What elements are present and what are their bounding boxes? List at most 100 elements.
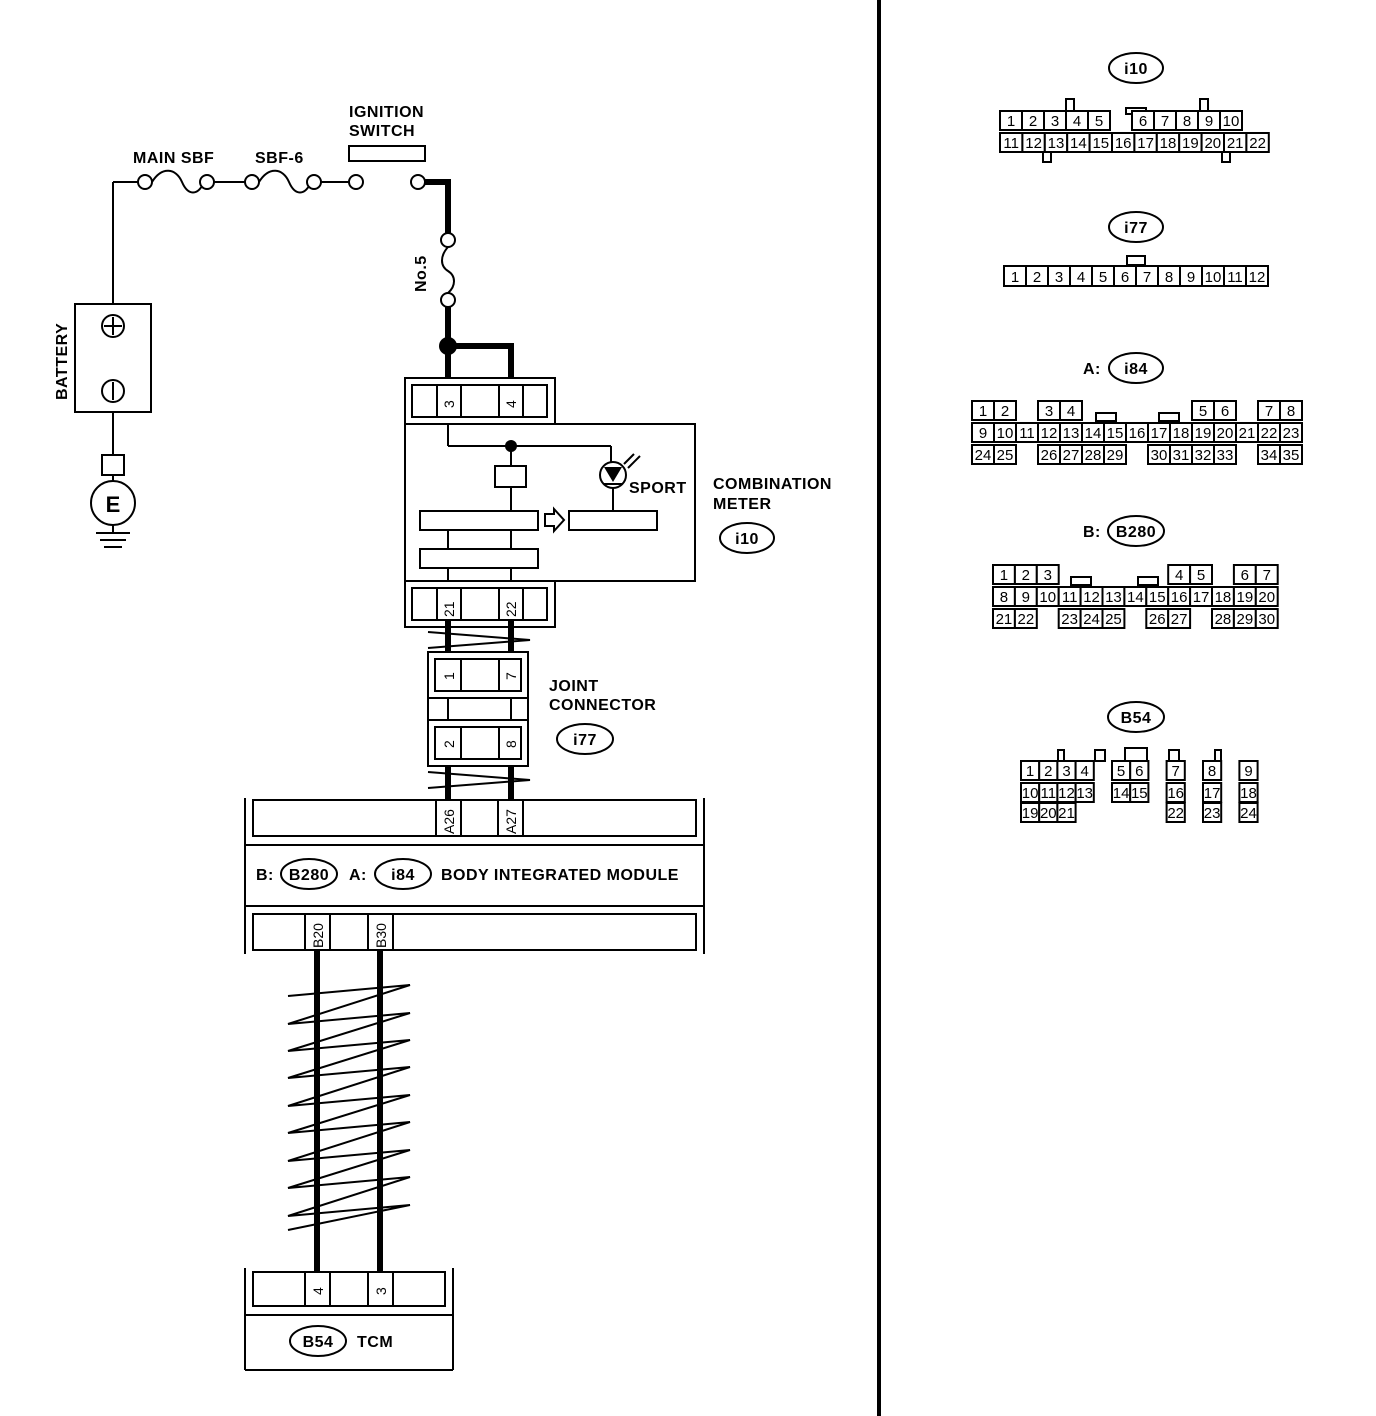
connector-pin-number: 32 bbox=[1195, 447, 1212, 464]
connector-pin-cell bbox=[993, 444, 1017, 465]
meter-pin-3: 3 bbox=[441, 400, 457, 408]
fuse-no5-label: No.5 bbox=[413, 255, 430, 292]
connector-pin-number: 28 bbox=[1215, 611, 1232, 628]
connector-pin-number: 4 bbox=[1067, 403, 1075, 420]
connector-pin-number: 30 bbox=[1151, 447, 1168, 464]
bim-pin-b20: B20 bbox=[310, 923, 326, 948]
ignition-switch-terminal-right bbox=[410, 174, 426, 190]
connector-pin-number: 25 bbox=[997, 447, 1014, 464]
connector-pin-number: 28 bbox=[1085, 447, 1102, 464]
sbf6-label: SBF-6 bbox=[255, 150, 304, 167]
connector-pin-number: 12 bbox=[1025, 135, 1042, 152]
ignition-switch-label-line2: SWITCH bbox=[349, 123, 415, 140]
connector-pin-number: 30 bbox=[1258, 611, 1275, 628]
connector-pin-number: 15 bbox=[1107, 425, 1124, 442]
connector-pin-number: 17 bbox=[1193, 589, 1210, 606]
connector-pin-cell bbox=[1254, 608, 1279, 629]
combination-meter bbox=[404, 377, 696, 628]
connector-pin-number: 4 bbox=[1077, 269, 1085, 286]
connector-pin-number: 20 bbox=[1040, 805, 1057, 822]
connector-pin-number: 20 bbox=[1217, 425, 1234, 442]
connector-pin-number: 8 bbox=[1287, 403, 1295, 420]
connector-pin-cell bbox=[1238, 802, 1259, 823]
connector-pin-number: 21 bbox=[1239, 425, 1256, 442]
connector-pin-number: 11 bbox=[1227, 269, 1243, 286]
meter-logic-block-right bbox=[568, 510, 658, 531]
connector-pin-number: 1 bbox=[1011, 269, 1019, 286]
connector-pin-number: 1 bbox=[1007, 113, 1015, 130]
connector-face-i77-badge bbox=[1108, 211, 1164, 243]
connector-pin-number: 2 bbox=[1044, 763, 1052, 780]
bim-connector-b bbox=[252, 913, 697, 951]
connector-face-i84-prefix: A: bbox=[1083, 361, 1101, 378]
connector-pin-number: 29 bbox=[1237, 611, 1254, 628]
connector-pin-number: 7 bbox=[1263, 567, 1271, 584]
connector-pin-number: 16 bbox=[1171, 589, 1188, 606]
connector-badge-i84 bbox=[374, 858, 432, 890]
connector-pin-number: 19 bbox=[1182, 135, 1199, 152]
joint-connector bbox=[427, 651, 529, 767]
connector-pin-number: 23 bbox=[1204, 805, 1221, 822]
connector-pin-cell bbox=[1056, 802, 1077, 823]
connector-face-i10-title: i10 bbox=[1124, 61, 1148, 78]
main-sbf-label: MAIN SBF bbox=[133, 150, 214, 167]
meter-logic-block-lower bbox=[419, 548, 539, 569]
twisted-pair-marker-2 bbox=[427, 771, 531, 789]
connector-pin-number: 24 bbox=[1083, 611, 1100, 628]
joint-pin-8: 8 bbox=[503, 740, 519, 748]
battery bbox=[74, 303, 152, 548]
connector-pin-number: 26 bbox=[1041, 447, 1058, 464]
connector-pin-cell bbox=[1087, 110, 1111, 131]
main-sbf-fuse-icon bbox=[151, 169, 205, 194]
connector-pin-number: 23 bbox=[1283, 425, 1300, 442]
connector-pin-number: 25 bbox=[1105, 611, 1122, 628]
connector-pin-number: 26 bbox=[1149, 611, 1166, 628]
connector-pin-cell bbox=[1059, 400, 1083, 421]
connector-badge-b54 bbox=[289, 1325, 347, 1357]
connector-pin-number: 22 bbox=[1249, 135, 1266, 152]
connector-pin-number: 5 bbox=[1099, 269, 1107, 286]
connector-pin-number: 4 bbox=[1073, 113, 1081, 130]
connector-pin-cell bbox=[1245, 132, 1270, 153]
connector-pin-number: 9 bbox=[979, 425, 987, 442]
ignition-switch-icon bbox=[348, 145, 426, 162]
meter-bottom-connector bbox=[411, 587, 548, 621]
connector-pin-number: 20 bbox=[1258, 589, 1275, 606]
fuse-no5-icon bbox=[441, 246, 455, 294]
connector-pin-number: 17 bbox=[1204, 785, 1221, 802]
connector-pin-number: 18 bbox=[1160, 135, 1177, 152]
sbf6-terminal-left bbox=[244, 174, 260, 190]
connector-pin-cell bbox=[1167, 608, 1192, 629]
connector-pin-number: 27 bbox=[1171, 611, 1188, 628]
joint-top-connector bbox=[434, 658, 522, 692]
joint-connector-label-line2: CONNECTOR bbox=[549, 697, 656, 714]
combination-meter-label-line2: METER bbox=[713, 496, 772, 513]
connector-pin-cell bbox=[1238, 760, 1259, 781]
connector-pin-number: 23 bbox=[1061, 611, 1078, 628]
main-sbf-terminal-left bbox=[137, 174, 153, 190]
fuse-no5-terminal-bottom bbox=[440, 292, 456, 308]
connector-pin-cell bbox=[1213, 444, 1237, 465]
connector-pin-cell bbox=[993, 400, 1017, 421]
connector-pin-number: 13 bbox=[1063, 425, 1080, 442]
bim-pin-a27: A27 bbox=[503, 809, 519, 834]
connector-pin-number: 19 bbox=[1195, 425, 1212, 442]
combination-meter-label-line1: COMBINATION bbox=[713, 476, 832, 493]
connector-pin-number: 14 bbox=[1113, 785, 1130, 802]
ground-connector-icon bbox=[101, 454, 125, 476]
connector-pin-cell bbox=[1165, 802, 1186, 823]
connector-pin-cell bbox=[1189, 564, 1213, 585]
tcm-label: TCM bbox=[357, 1334, 393, 1351]
tcm-pin-4: 4 bbox=[310, 1287, 326, 1295]
connector-pin-cell bbox=[1074, 760, 1095, 781]
connector-pin-number: 3 bbox=[1051, 113, 1059, 130]
connector-pin-number: 35 bbox=[1283, 447, 1300, 464]
meter-pin-22: 22 bbox=[503, 601, 519, 617]
